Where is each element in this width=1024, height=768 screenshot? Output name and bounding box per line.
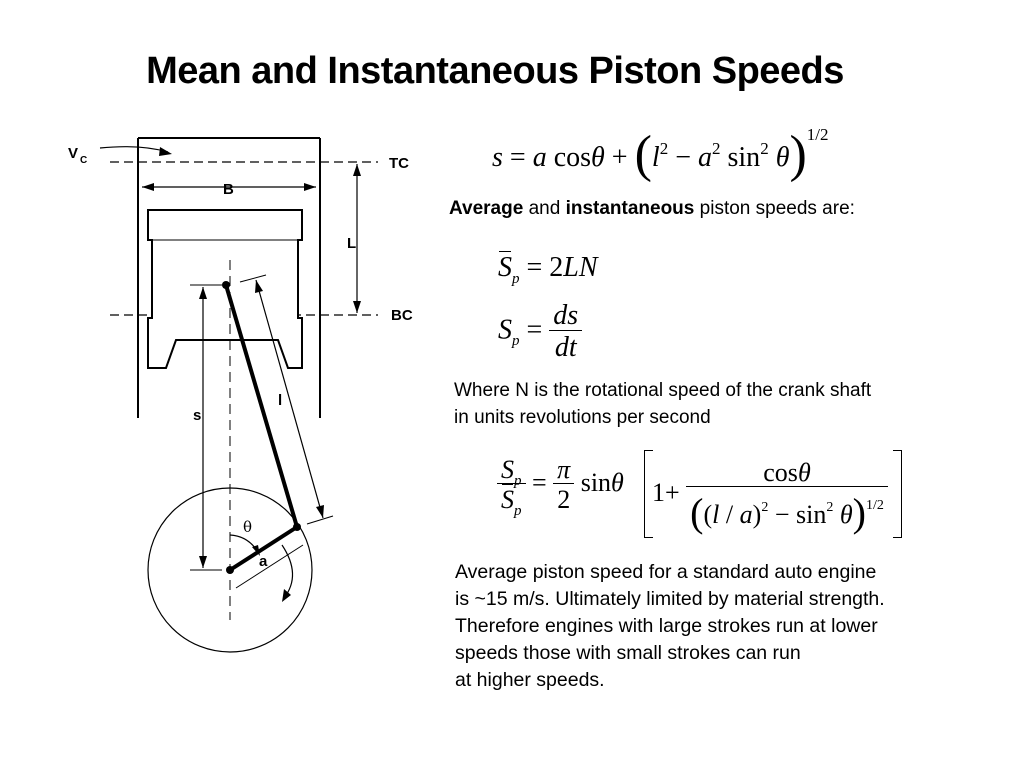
rod-label: l bbox=[278, 392, 282, 409]
rotational-speed-explanation: Where N is the rotational speed of the c… bbox=[454, 380, 872, 428]
rod-dimension bbox=[255, 279, 324, 519]
crank-label: a bbox=[259, 553, 268, 570]
mean-speed-equation: Sp = 2LN bbox=[498, 251, 598, 287]
angle-label: θ bbox=[243, 518, 252, 536]
theta-arc bbox=[229, 534, 259, 553]
crank-center bbox=[226, 566, 234, 574]
bracket-right bbox=[893, 450, 902, 538]
crank-arm bbox=[228, 525, 299, 572]
speeds-intro: Average and instantaneous piston speeds … bbox=[449, 198, 855, 219]
piston bbox=[147, 209, 303, 369]
bc-label: BC bbox=[391, 307, 413, 324]
bore-label: B bbox=[223, 181, 234, 198]
crank-pin bbox=[293, 523, 301, 531]
vc-arrow bbox=[99, 146, 169, 153]
conclusion-paragraph: Average piston speed for a standard auto… bbox=[455, 561, 885, 691]
stroke-label: L bbox=[347, 235, 356, 252]
connecting-rod bbox=[224, 284, 299, 528]
crank-circle bbox=[147, 487, 313, 653]
tc-label: TC bbox=[389, 155, 409, 172]
page-title: Mean and Instantaneous Piston Speeds bbox=[146, 50, 844, 92]
position-label: s bbox=[193, 407, 201, 424]
piston-crank-diagram: V C TC BC B L l s θ a bbox=[68, 137, 413, 653]
vc-label: V bbox=[68, 145, 78, 162]
vc-subscript: C bbox=[80, 155, 87, 166]
bracket-left bbox=[644, 450, 653, 538]
position-equation: s = a cosθ + (l2 − a2 sin2 θ)1/2 bbox=[492, 125, 829, 183]
speed-ratio-bracket-content: 1+ cosθ ((l / a)2 − sin2 θ)1/2 bbox=[652, 460, 888, 533]
wrist-pin bbox=[222, 281, 230, 289]
